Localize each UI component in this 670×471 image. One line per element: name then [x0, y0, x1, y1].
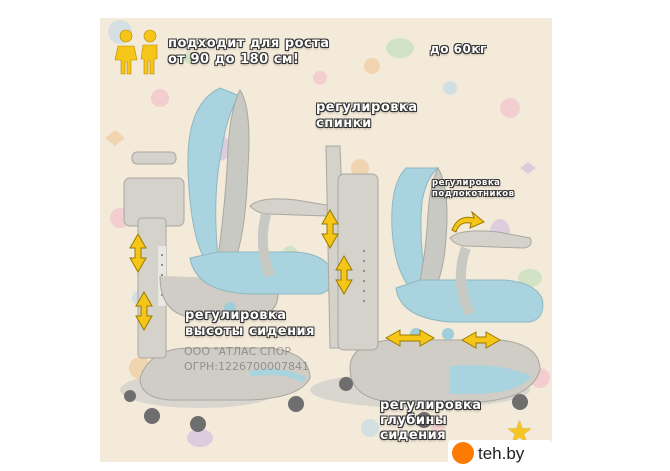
seat-depth-label-line2: глубины [380, 413, 448, 428]
height-range-label-line1: подходит для роста [168, 36, 330, 51]
max-weight-label: до 60кг [430, 42, 487, 56]
seat-depth-label-line1: регулировка [380, 398, 482, 413]
chair-illustration [120, 87, 544, 432]
right-chair [310, 145, 544, 428]
adjust-arrow-icon [129, 208, 502, 349]
seat-height-label-line1: регулировка [185, 308, 287, 323]
seat-depth-label-line3: сидения [380, 428, 447, 443]
watermark-line1: ООО "АТЛАС СПОР [184, 345, 291, 358]
brand-logo-icon [452, 442, 474, 464]
seat-height-label-line2: высоты сидения [185, 324, 316, 339]
armrest-adjust-label-line1: регулировка [432, 178, 501, 188]
armrest-adjust-label-line2: подлокотников [432, 189, 515, 199]
backrest-adjust-label-line1: регулировка [316, 100, 418, 115]
backrest-adjust-label-line2: спинки [316, 116, 372, 131]
kids-icon [114, 29, 158, 75]
brand-name: teh.by [478, 444, 525, 463]
height-range-label-line2: от 90 до 180 см! [168, 52, 300, 67]
left-chair [120, 87, 334, 432]
watermark-line2: ОГРН:1226700007841 [184, 360, 309, 373]
